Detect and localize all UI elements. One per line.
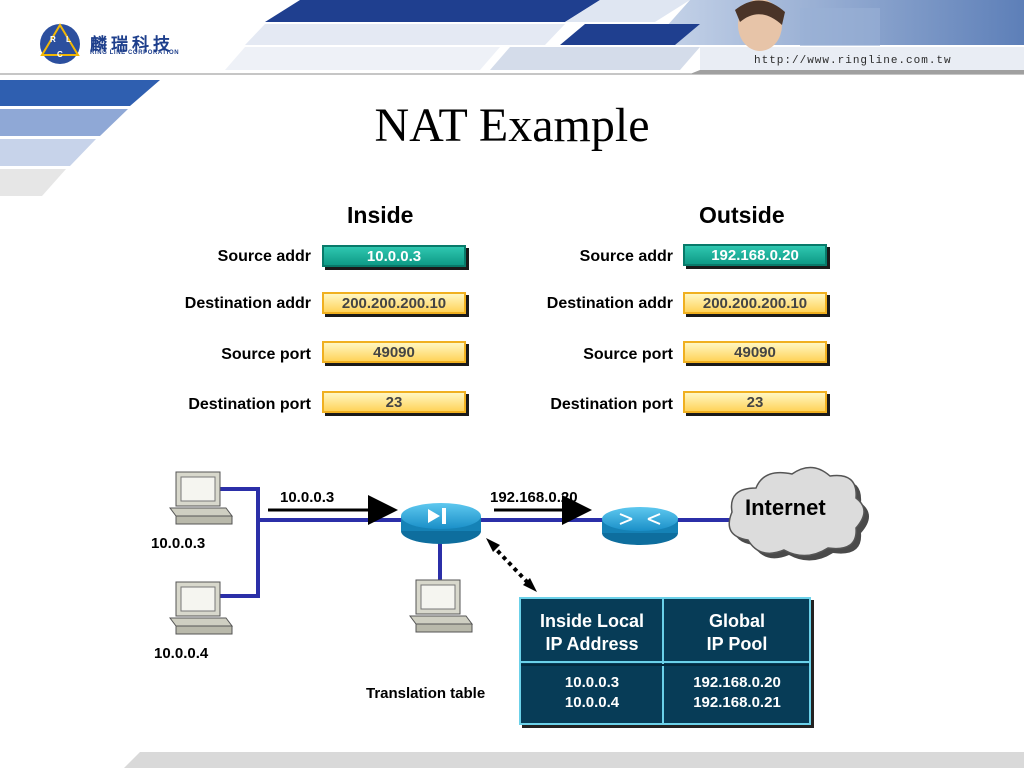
footer-bar (124, 752, 1024, 768)
svg-text:C: C (57, 50, 63, 59)
table-header-global-line1: Global (708, 611, 765, 631)
outside-arrow-label: 192.168.0.20 (490, 489, 578, 506)
svg-text:R: R (50, 35, 56, 44)
outside-source-addr-value: 192.168.0.20 (683, 244, 827, 266)
router-icon (602, 507, 678, 545)
translation-table-caption: Translation table (366, 685, 486, 702)
outside-source-port-label: Source port (583, 346, 673, 363)
pc-icon-host2 (169, 581, 233, 635)
table-cell-inside-2: 10.0.0.4 (564, 694, 620, 711)
translation-table: Inside Local IP Address Global IP Pool 1… (519, 597, 811, 725)
svg-text:L: L (66, 35, 71, 44)
inside-source-port-label: Source port (221, 346, 311, 363)
table-cell-global-2: 192.168.0.21 (693, 694, 781, 711)
table-header-inside-local-line2: IP Address (545, 634, 639, 654)
logo-chinese-name: 麟瑞科技 (90, 35, 174, 55)
table-cell-global-1: 192.168.0.20 (693, 674, 781, 691)
inside-source-addr-value: 10.0.0.3 (322, 245, 466, 267)
link-lines (218, 487, 735, 598)
inside-source-addr-label: Source addr (217, 248, 311, 265)
inside-dest-port-label: Destination port (188, 396, 311, 413)
outside-source-port-value: 49090 (683, 341, 827, 363)
outside-source-addr-label: Source addr (579, 248, 673, 265)
inside-arrow-label: 10.0.0.3 (280, 489, 335, 506)
outside-heading: Outside (699, 202, 785, 228)
slide-title: NAT Example (374, 99, 650, 152)
inside-dest-port-value: 23 (322, 391, 466, 413)
nat-router-icon (401, 503, 481, 544)
inside-dest-addr-label: Destination addr (184, 295, 311, 312)
pc-icon-host1 (169, 471, 233, 525)
table-header-inside-local-line1: Inside Local (539, 611, 645, 631)
header-banner (0, 0, 1024, 196)
host1-ip-label: 10.0.0.3 (151, 535, 206, 552)
logo-english-name: RING LINE CORPORATION (90, 50, 180, 56)
inside-heading: Inside (347, 202, 414, 228)
inside-dest-addr-value: 200.200.200.10 (322, 292, 466, 314)
outside-dest-port-label: Destination port (550, 396, 673, 413)
pc-icon-host3 (409, 579, 473, 633)
inside-source-port-value: 49090 (322, 341, 466, 363)
table-header-global-line2: IP Pool (706, 634, 768, 654)
outside-dest-port-value: 23 (683, 391, 827, 413)
table-cell-inside-1: 10.0.0.3 (564, 674, 620, 691)
internet-label: Internet (745, 495, 826, 520)
host2-ip-label: 10.0.0.4 (154, 645, 209, 662)
outside-dest-addr-label: Destination addr (546, 295, 673, 312)
internet-cloud-icon (728, 466, 869, 561)
website-url: http://www.ringline.com.tw (754, 55, 952, 67)
company-logo: R L C (40, 23, 80, 64)
network-diagram (169, 466, 869, 635)
outside-dest-addr-value: 200.200.200.10 (683, 292, 827, 314)
translation-link-arrow (486, 538, 537, 592)
table-grid-lines (521, 599, 809, 723)
